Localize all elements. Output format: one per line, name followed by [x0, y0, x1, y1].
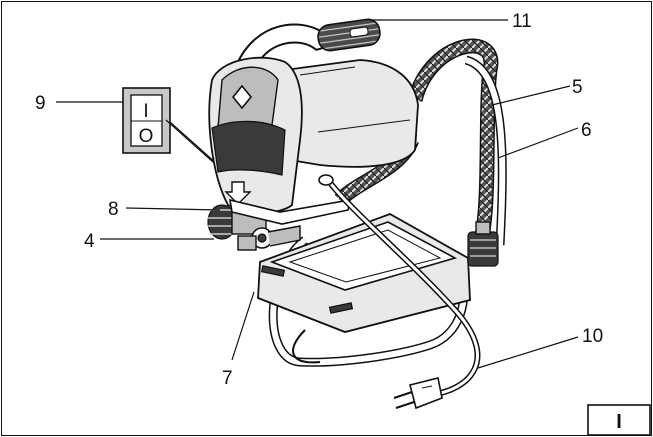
switch-off-symbol: O [139, 126, 154, 147]
callout-11: 11 [512, 11, 532, 32]
panel-tag: I [616, 411, 622, 433]
callout-9: 9 [35, 93, 46, 114]
leader-6 [497, 127, 579, 159]
leader-5 [491, 85, 571, 106]
callout-10: 10 [582, 326, 603, 347]
suction-hose [334, 38, 507, 267]
carry-handle [235, 18, 381, 73]
callout-4: 4 [84, 231, 95, 252]
panel-tag-box: I [587, 404, 651, 436]
motor-housing [284, 59, 419, 168]
front-cover [208, 56, 303, 214]
power-cable [318, 174, 481, 410]
switch-inset: I O [122, 87, 171, 154]
leader-8 [125, 207, 221, 211]
leader-7 [231, 291, 255, 361]
callout-6: 6 [581, 120, 592, 141]
callout-8: 8 [108, 199, 119, 220]
callout-7: 7 [222, 368, 233, 389]
switch-pointer [165, 119, 223, 171]
switch-on-symbol: I [143, 101, 148, 122]
callout-5: 5 [572, 77, 583, 98]
leader-10 [477, 336, 579, 369]
paint-container [257, 213, 471, 333]
pressure-knob [207, 204, 301, 251]
